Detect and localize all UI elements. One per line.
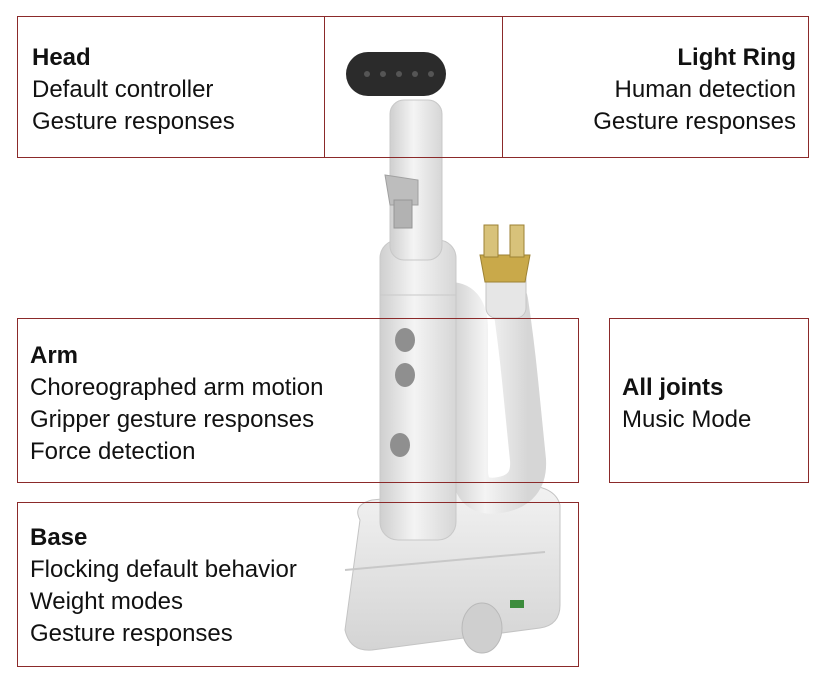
light-ring-title: Light Ring [677, 44, 796, 71]
base-title: Base [30, 524, 88, 551]
light-ring-label: Light Ring Human detection Gesture respo… [593, 42, 796, 138]
all-joints-label: All joints Music Mode [622, 372, 751, 436]
head-title: Head [32, 44, 91, 71]
light-ring-line-1: Human detection [614, 76, 796, 103]
light-ring-line-2: Gesture responses [593, 108, 796, 135]
wheel-icon [461, 602, 503, 654]
robot-head [346, 52, 446, 96]
robot-arm [432, 224, 547, 514]
arm-box [17, 318, 579, 483]
arm-line-2: Gripper gesture responses [30, 406, 315, 433]
head-line-2: Gesture responses [32, 108, 235, 135]
all-joints-box [609, 318, 809, 483]
head-label: Head Default controller Gesture response… [32, 42, 235, 138]
arm-line-3: Force detection [30, 438, 196, 465]
arm-title: Arm [30, 342, 79, 369]
base-line-1: Flocking default behavior [30, 556, 297, 583]
robot-column [379, 239, 457, 541]
light-ring-box [502, 16, 809, 158]
base-label: Base Flocking default behavior Weight mo… [30, 522, 297, 650]
arm-line-1: Choreographed arm motion [30, 374, 324, 401]
all-joints-title: All joints [622, 374, 724, 401]
base-line-3: Gesture responses [30, 620, 233, 647]
arm-label: Arm Choreographed arm motion Gripper ges… [30, 340, 324, 468]
base-line-2: Weight modes [30, 588, 183, 615]
head-image-box [324, 16, 503, 158]
robot-neck [384, 99, 443, 261]
status-light-icon [510, 600, 524, 608]
base-box [17, 502, 579, 667]
all-joints-line-1: Music Mode [622, 406, 752, 433]
gripper-icon [479, 254, 531, 283]
head-line-1: Default controller [32, 76, 214, 103]
